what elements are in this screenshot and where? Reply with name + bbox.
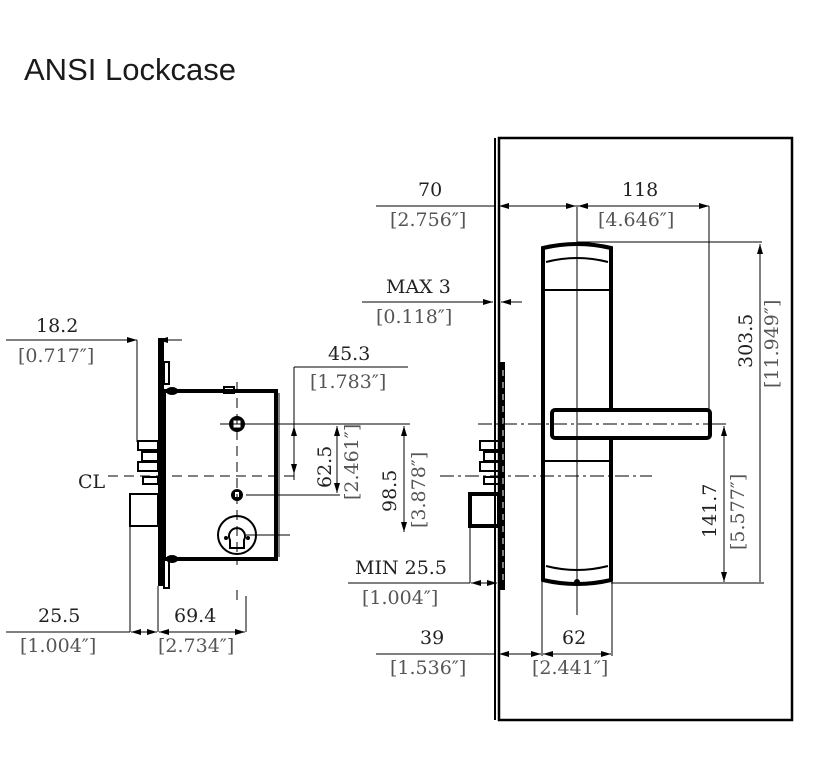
lock-case-body — [162, 389, 278, 561]
dim-25-5-in: [1.004″] — [20, 635, 96, 657]
dim-141-7-in: [5.577″] — [727, 474, 749, 550]
dim-118-mm: 118 — [622, 179, 658, 201]
faceplate — [158, 338, 164, 586]
dim-39-mm: 39 — [420, 627, 444, 649]
dim-70-mm: 70 — [418, 179, 442, 201]
dim-303-5-mm: 303.5 — [735, 314, 757, 368]
dim-62-in: [2.441″] — [532, 657, 608, 679]
dim-303-5-in: [11.949″] — [761, 300, 783, 388]
latch-bolt-lower — [137, 461, 159, 472]
dim-18-2-mm: 18.2 — [36, 315, 78, 337]
dim-98-5-mm: 98.5 — [379, 470, 401, 512]
dim-141-7-mm: 141.7 — [699, 484, 721, 538]
dim-min25-5-in: [1.004″] — [362, 587, 438, 609]
dim-25-5-mm: 25.5 — [38, 605, 80, 627]
latch-bolt-top — [137, 440, 159, 451]
dim-45-3-in: [1.783″] — [310, 371, 386, 393]
dim-118-in: [4.646″] — [598, 209, 674, 231]
keyway-icon — [228, 527, 246, 549]
trim-escutcheon — [541, 242, 613, 586]
lockcase-side-view: CL 18.2 [0.717″] 45.3 [1.783″] 62.5 [2.4… — [6, 315, 430, 657]
dim-69-4-mm: 69.4 — [174, 605, 216, 627]
faceplate-tab-top — [163, 361, 170, 385]
deadbolt — [129, 493, 159, 527]
door-trim-view: 70 [2.756″] 118 [4.646″] MAX 3 [0.118″] … — [348, 136, 794, 722]
page-title: ANSI Lockcase — [24, 52, 236, 87]
dim-18-2-in: [0.717″] — [18, 345, 94, 367]
dim-39-in: [1.536″] — [390, 657, 466, 679]
dim-62-mm: 62 — [562, 627, 586, 649]
dim-45-3-mm: 45.3 — [328, 343, 370, 365]
dim-70-in: [2.756″] — [390, 209, 466, 231]
cl-label: CL — [78, 471, 106, 493]
latch-bolt-mid — [141, 451, 159, 462]
dim-62-5-mm: 62.5 — [314, 446, 336, 488]
dim-62-5-in: [2.461″] — [341, 424, 363, 500]
dim-69-4-in: [2.734″] — [158, 635, 234, 657]
dim-max3-mm: MAX 3 — [386, 276, 451, 298]
dim-98-5-in: [3.878″] — [408, 452, 430, 528]
faceplate-tab-bottom — [163, 559, 170, 589]
auxiliary-latch — [142, 476, 159, 485]
dim-max3-in: [0.118″] — [376, 306, 452, 328]
dim-min25-5-mm: MIN 25.5 — [355, 557, 447, 579]
deadbolt-front — [468, 492, 501, 528]
